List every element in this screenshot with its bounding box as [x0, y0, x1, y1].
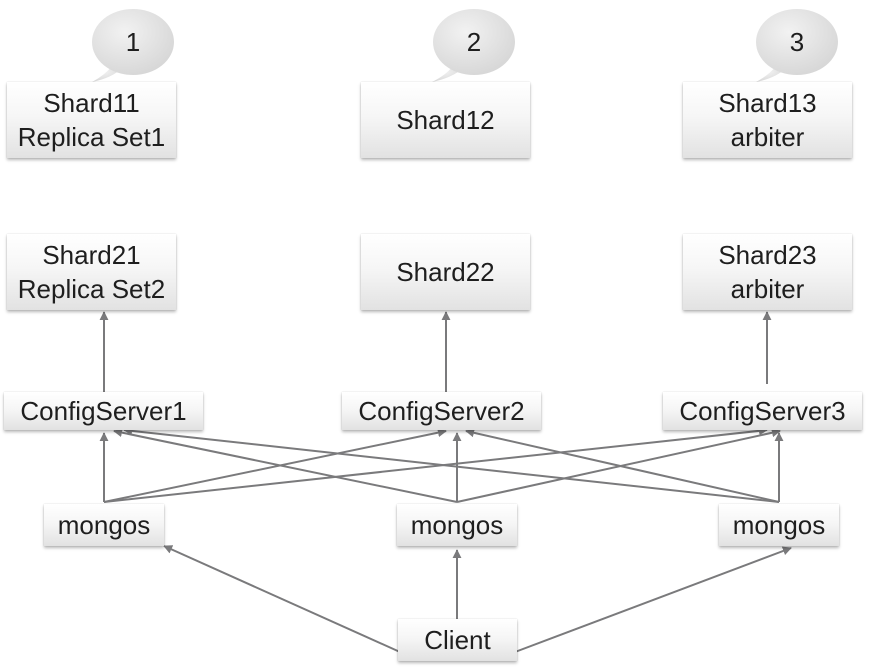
bubble-label-1: 1 — [125, 27, 141, 57]
client-box: Client — [398, 619, 517, 661]
mongos-3-label: mongos — [732, 510, 826, 540]
config-server-2: ConfigServer2 — [342, 392, 541, 430]
bubble-3 — [756, 9, 838, 82]
mongos-2-label: mongos — [410, 510, 504, 540]
arrow-mongos1-config3 — [103, 426, 768, 503]
shard13-name: Shard13 — [718, 88, 817, 118]
config-server-3: ConfigServer3 — [663, 392, 862, 430]
bubble-label-2: 2 — [466, 27, 482, 57]
bubble-1 — [92, 9, 174, 82]
shard12-box: Shard12 — [361, 82, 530, 158]
mongos-3: mongos — [719, 504, 839, 546]
config-server-2-label: ConfigServer2 — [358, 396, 525, 426]
client-label: Client — [424, 625, 491, 655]
shard12-name: Shard12 — [396, 105, 495, 135]
bubble-label-3: 3 — [789, 27, 805, 57]
shard23-name: Shard23 — [718, 240, 817, 270]
shard21-role: Replica Set2 — [17, 274, 166, 304]
shard21-box: Shard21 Replica Set2 — [7, 234, 176, 310]
arrow-mongos3-config2 — [465, 428, 780, 503]
shard11-role: Replica Set1 — [17, 122, 166, 152]
shard23-role: arbiter — [730, 274, 805, 304]
arrow-mongos1-config2 — [103, 428, 447, 503]
shard11-name: Shard11 — [43, 88, 140, 118]
config-server-1: ConfigServer1 — [4, 392, 203, 430]
bubble-2 — [432, 9, 515, 82]
mongos-2: mongos — [397, 504, 517, 546]
mongos-1-label: mongos — [57, 510, 151, 540]
shard13-role: arbiter — [730, 122, 805, 152]
arrow-mongos2-config1 — [113, 428, 458, 503]
config-server-1-label: ConfigServer1 — [20, 396, 187, 426]
config-server-3-label: ConfigServer3 — [679, 396, 846, 426]
arrow-client-mongos3 — [514, 546, 792, 653]
shard11-box: Shard11 Replica Set1 — [7, 82, 176, 158]
shard22-name: Shard22 — [396, 257, 495, 287]
shard13-box: Shard13 arbiter — [683, 82, 852, 158]
shard21-name: Shard21 — [42, 240, 141, 270]
mongos-1: mongos — [44, 504, 164, 546]
shard23-box: Shard23 arbiter — [683, 234, 852, 310]
arrow-mongos3-config1 — [123, 426, 780, 503]
shard22-box: Shard22 — [361, 234, 530, 310]
arrow-client-mongos1 — [163, 545, 401, 653]
